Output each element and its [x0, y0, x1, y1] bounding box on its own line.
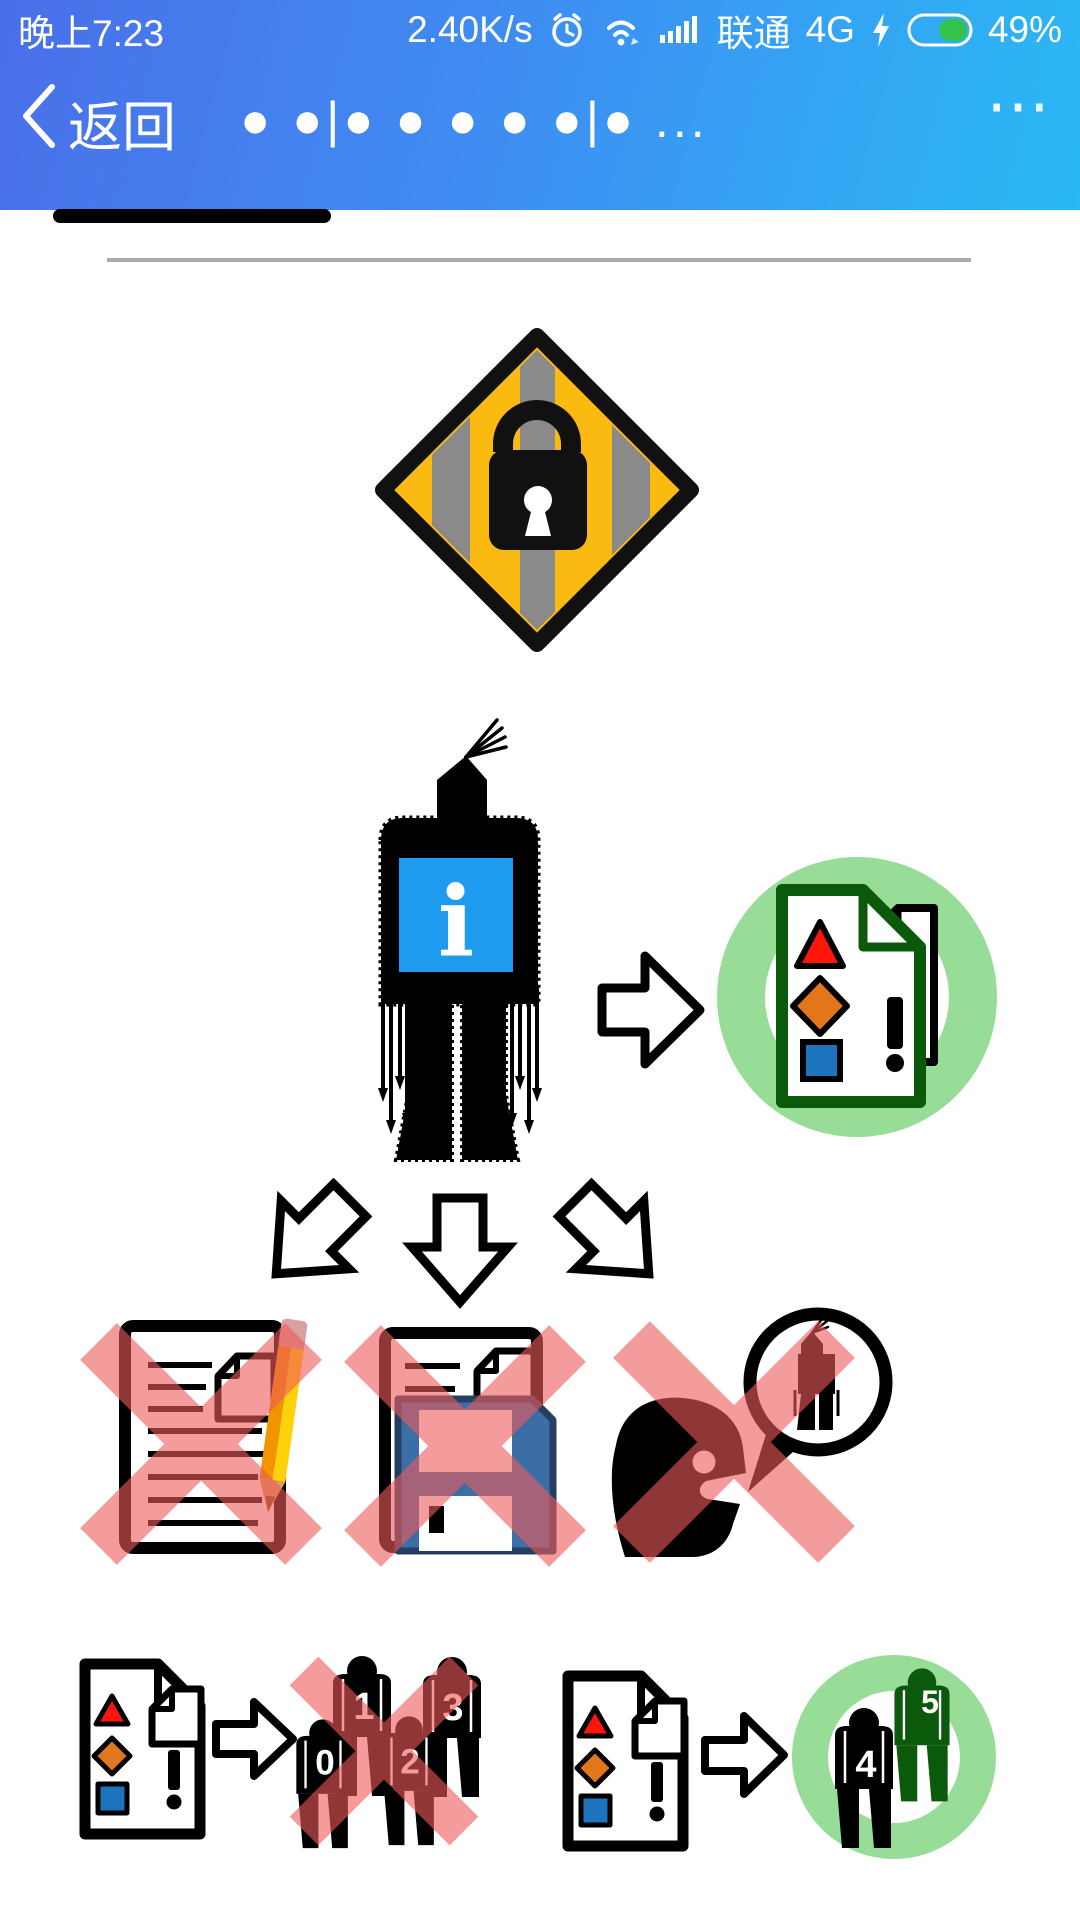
info-letter: i [438, 866, 474, 979]
wifi-icon [601, 11, 645, 49]
arrow-right-icon [597, 951, 705, 1069]
red-triangle-symbol [794, 919, 846, 969]
crossed-people-group: 1 3 0 2 [289, 1654, 483, 1850]
status-bar: 晚上7:23 2.40K/s [0, 0, 1080, 55]
back-label: 返回 [68, 98, 176, 158]
no-speaking-icon [611, 1307, 893, 1563]
battery-percent-text: 49% [987, 8, 1062, 50]
blue-square-symbol [800, 1039, 843, 1082]
clock-text: 晚上7:23 [18, 12, 165, 54]
allowed-people-badge: 5 4 [792, 1655, 996, 1859]
no-saving-icon [344, 1325, 586, 1567]
back-button[interactable]: 返回 [18, 83, 176, 162]
exclamation-symbol [887, 997, 903, 1049]
charging-bolt-icon [870, 11, 892, 49]
picture-document-icon [85, 1664, 201, 1834]
page-title-dots: ● ●|● ● ● ● ●|● ... [240, 92, 709, 148]
picture-document-icon [568, 1676, 684, 1846]
arrow-right-icon [701, 1712, 788, 1798]
person-number: 0 [315, 1744, 334, 1783]
entity-antenna-icon [464, 718, 508, 759]
black-bar [53, 209, 331, 223]
divider-line [107, 258, 971, 262]
app-header: 晚上7:23 2.40K/s [0, 0, 1080, 210]
more-menu-button[interactable]: ⋯ [986, 69, 1056, 141]
alarm-icon [548, 11, 586, 49]
diamond-lock-warning-sign [375, 328, 699, 652]
down-right-arrow-icon [541, 1166, 682, 1307]
down-arrow-icon [412, 1198, 508, 1302]
battery-icon [907, 12, 973, 48]
arrow-right-icon [212, 1698, 297, 1780]
down-left-arrow-icon [242, 1166, 383, 1307]
no-writing-icon [80, 1318, 322, 1565]
carrier-text: 联通 [716, 12, 791, 54]
person-number: 5 [921, 1684, 939, 1720]
net-speed-text: 2.40K/s [407, 8, 533, 50]
info-entity-figure: i [378, 718, 542, 1162]
person-number: 4 [855, 1744, 876, 1786]
back-chevron-icon [18, 83, 58, 162]
network-type-text: 4G [805, 8, 855, 50]
picture-document-allowed-badge [717, 857, 997, 1137]
signal-icon [659, 11, 702, 49]
info-square [399, 858, 513, 972]
image-viewer-content: i [0, 209, 1080, 1920]
nav-bar: 返回 ● ●|● ● ● ● ●|● ... ⋯ [0, 55, 1080, 210]
padlock-icon [489, 400, 587, 550]
entity-fringe [381, 985, 539, 1122]
orange-diamond-symbol [790, 975, 850, 1037]
infographic-image: i [0, 328, 997, 1859]
